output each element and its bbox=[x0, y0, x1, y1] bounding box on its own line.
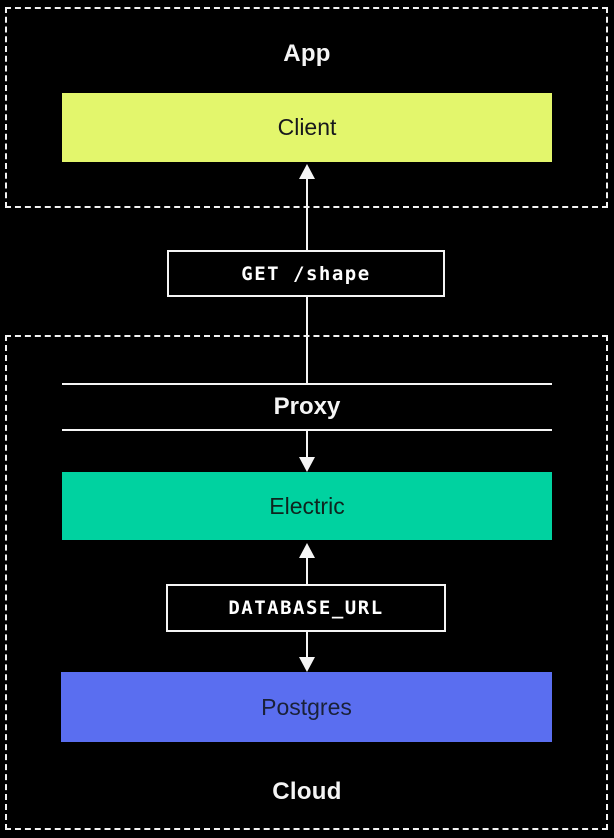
database-url-edge-label-box: DATABASE_URL bbox=[166, 584, 446, 632]
proxy-node: Proxy bbox=[62, 383, 552, 431]
get-shape-edge-label: GET /shape bbox=[241, 262, 371, 285]
database-url-edge-label: DATABASE_URL bbox=[228, 597, 384, 619]
arrowhead-up-into-client-icon bbox=[299, 164, 315, 179]
postgres-node-label: Postgres bbox=[261, 693, 352, 720]
arrowhead-down-into-postgres-icon bbox=[299, 657, 315, 672]
client-node-label: Client bbox=[277, 114, 337, 140]
get-shape-edge-label-box: GET /shape bbox=[167, 250, 445, 297]
proxy-node-label: Proxy bbox=[273, 393, 341, 420]
electric-node-label: Electric bbox=[269, 492, 345, 519]
arrowhead-down-into-electric-icon bbox=[299, 457, 315, 472]
electric-node: Electric bbox=[62, 472, 552, 540]
cloud-group-label: Cloud bbox=[272, 778, 342, 805]
proxy-electric-connector-line bbox=[306, 429, 308, 461]
arrowhead-up-into-electric-icon bbox=[299, 543, 315, 558]
app-group-label: App bbox=[283, 40, 331, 67]
postgres-node: Postgres bbox=[61, 672, 552, 742]
client-node: Client bbox=[62, 93, 552, 162]
